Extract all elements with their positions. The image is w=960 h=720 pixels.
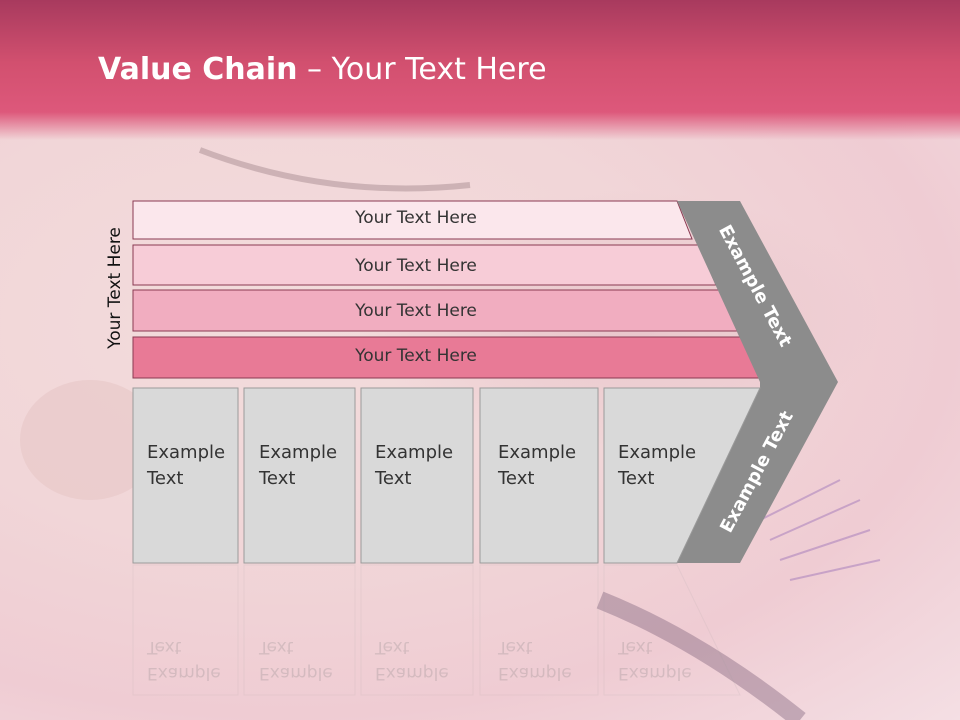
- title-bold: Value Chain: [98, 52, 298, 87]
- primary-box-5-reflection: Example Text: [618, 634, 692, 686]
- refl-2-line1: Example: [259, 663, 333, 683]
- refl-4-line2: Text: [498, 637, 533, 657]
- refl-4-line1: Example: [498, 663, 572, 683]
- primary-box-1-line2: Text: [147, 468, 184, 489]
- support-row-1-label: Your Text Here: [355, 208, 477, 228]
- primary-box-2-line1: Example: [259, 442, 338, 463]
- primary-box-5: [603, 387, 761, 564]
- primary-box-3-reflection: Example Text: [375, 634, 449, 686]
- primary-box-4: [479, 387, 599, 564]
- refl-5-line1: Example: [618, 663, 692, 683]
- primary-box-5-line1: Example: [618, 442, 697, 463]
- refl-3-line1: Example: [375, 663, 449, 683]
- side-label: Your Text Here: [105, 227, 125, 349]
- refl-1-line2: Text: [147, 637, 182, 657]
- primary-box-2-reflection: Example Text: [259, 634, 333, 686]
- primary-box-2: [243, 387, 356, 564]
- refl-5-line2: Text: [618, 637, 653, 657]
- primary-box-4-reflection: Example Text: [498, 634, 572, 686]
- primary-box-1: [132, 387, 239, 564]
- support-row-1: [132, 200, 693, 240]
- primary-box-1-line1: Example: [147, 442, 226, 463]
- primary-box-3: [360, 387, 474, 564]
- title-rest: – Your Text Here: [297, 52, 547, 87]
- support-row-4-label: Your Text Here: [355, 346, 477, 366]
- refl-3-line2: Text: [375, 637, 410, 657]
- primary-box-4-line2: Text: [498, 468, 535, 489]
- primary-box-3-line2: Text: [375, 468, 412, 489]
- support-row-2-label: Your Text Here: [355, 256, 477, 276]
- slide-title: Value Chain – Your Text Here: [98, 52, 547, 87]
- refl-1-line1: Example: [147, 663, 221, 683]
- primary-box-4-line1: Example: [498, 442, 577, 463]
- primary-box-5-line2: Text: [618, 468, 655, 489]
- primary-box-3-line1: Example: [375, 442, 454, 463]
- header-band: [0, 0, 960, 140]
- refl-2-line2: Text: [259, 637, 294, 657]
- margin-chevron: [677, 201, 838, 563]
- primary-box-2-line2: Text: [259, 468, 296, 489]
- support-row-3-label: Your Text Here: [355, 301, 477, 321]
- reflection: [132, 564, 741, 696]
- primary-box-1-reflection: Example Text: [147, 634, 221, 686]
